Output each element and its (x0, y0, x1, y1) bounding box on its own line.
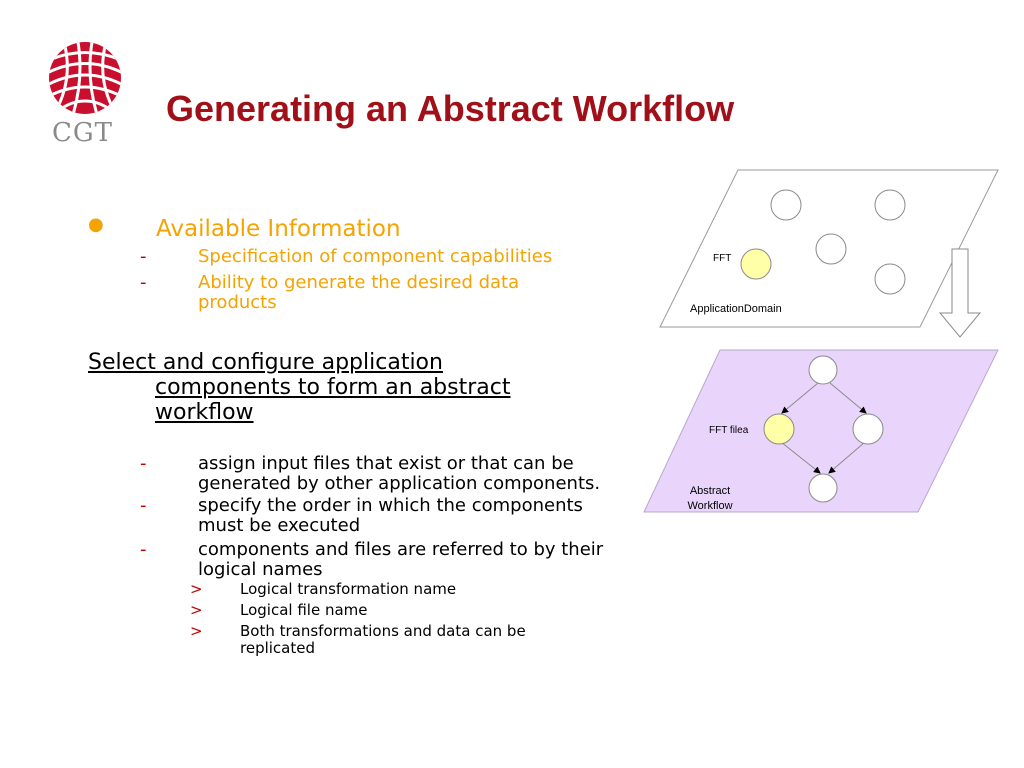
abstract-workflow-plane (643, 349, 999, 513)
workflow-edge (829, 382, 867, 414)
globe-icon (49, 42, 121, 114)
arrow-marker: > (190, 580, 203, 598)
bottom-fft-label: FFT filea (709, 425, 749, 436)
dash-marker: - (140, 246, 147, 267)
workflow-edge (780, 441, 821, 474)
workflow-node (808, 355, 838, 385)
sub-item: > Both transformations and data can be r… (190, 622, 526, 657)
workflow-node (808, 473, 838, 503)
workflow-edge (781, 382, 819, 414)
arrow-marker: > (190, 622, 203, 640)
domain-node (770, 189, 802, 221)
domain-node (874, 189, 906, 221)
domain-node (815, 233, 847, 265)
slide-title: Generating an Abstract Workflow (166, 88, 735, 129)
application-domain-label: ApplicationDomain (690, 303, 782, 315)
sub-item: > Logical file name (190, 601, 368, 619)
workflow-edge (828, 441, 866, 474)
available-heading: Available Information (156, 216, 401, 242)
domain-node (874, 263, 906, 295)
workflow-diagram: FFT ApplicationDomain FFT filea Abstract… (643, 169, 999, 513)
workflow-label: Workflow (687, 500, 732, 512)
select-item: - assign input files that exist or that … (140, 453, 601, 494)
available-item: - Specification of component capabilitie… (140, 246, 553, 267)
abstract-label: Abstract (690, 485, 730, 497)
workflow-node (852, 413, 884, 445)
workflow-node-fft (763, 413, 795, 445)
cgt-logo (44, 40, 126, 122)
dash-marker: - (140, 495, 147, 516)
arrow-marker: > (190, 601, 203, 619)
select-item: - components and files are referred to b… (140, 539, 604, 580)
sub-item: > Logical transformation name (190, 580, 457, 598)
domain-node-fft (740, 248, 772, 280)
logo-text: CGT (52, 118, 114, 148)
dash-marker: - (140, 453, 147, 474)
dash-marker: - (140, 539, 147, 560)
top-fft-label: FFT (713, 253, 731, 264)
select-item: - specify the order in which the compone… (140, 495, 583, 536)
down-arrow-icon (938, 248, 982, 338)
dash-marker: - (140, 272, 147, 293)
select-configure-heading: Select and configure application compone… (88, 350, 511, 425)
bullet-dot-icon: ● (88, 214, 104, 235)
available-item: - Ability to generate the desired data p… (140, 272, 520, 313)
